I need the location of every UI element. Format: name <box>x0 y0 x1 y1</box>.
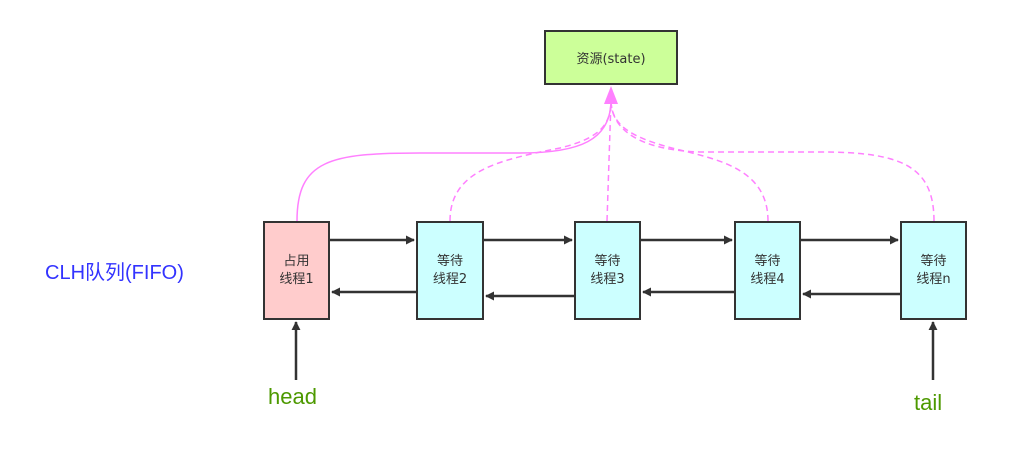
node-line1: 占用 <box>283 253 310 269</box>
node-line1: 等待 <box>920 253 947 269</box>
node-thread-4: 等待 线程4 <box>734 221 801 320</box>
node-thread-n: 等待 线程n <box>900 221 967 320</box>
node-thread-3: 等待 线程3 <box>574 221 641 320</box>
link-node-n <box>610 99 935 222</box>
resource-arrowhead <box>604 86 618 104</box>
link-node-4 <box>610 99 769 222</box>
node-line2: 线程1 <box>279 271 314 287</box>
resource-state-label: 资源(state) <box>576 52 646 67</box>
link-node-1 <box>296 99 612 222</box>
node-thread-2: 等待 线程2 <box>416 221 484 320</box>
resource-state-box: 资源(state) <box>544 30 678 85</box>
node-line2: 线程2 <box>432 271 468 287</box>
link-node-3 <box>606 99 612 222</box>
node-line1: 等待 <box>754 253 781 269</box>
node-thread-1: 占用 线程1 <box>263 221 330 320</box>
node-line1: 等待 <box>594 253 621 269</box>
head-label: head <box>268 384 317 409</box>
tail-label: tail <box>914 390 943 415</box>
queue-label: CLH队列(FIFO) <box>45 262 184 284</box>
node-line2: 线程n <box>916 271 951 287</box>
node-line1: 等待 <box>436 253 463 269</box>
link-node-2 <box>449 99 612 222</box>
node-line2: 线程3 <box>590 271 625 287</box>
node-line2: 线程4 <box>750 271 785 287</box>
